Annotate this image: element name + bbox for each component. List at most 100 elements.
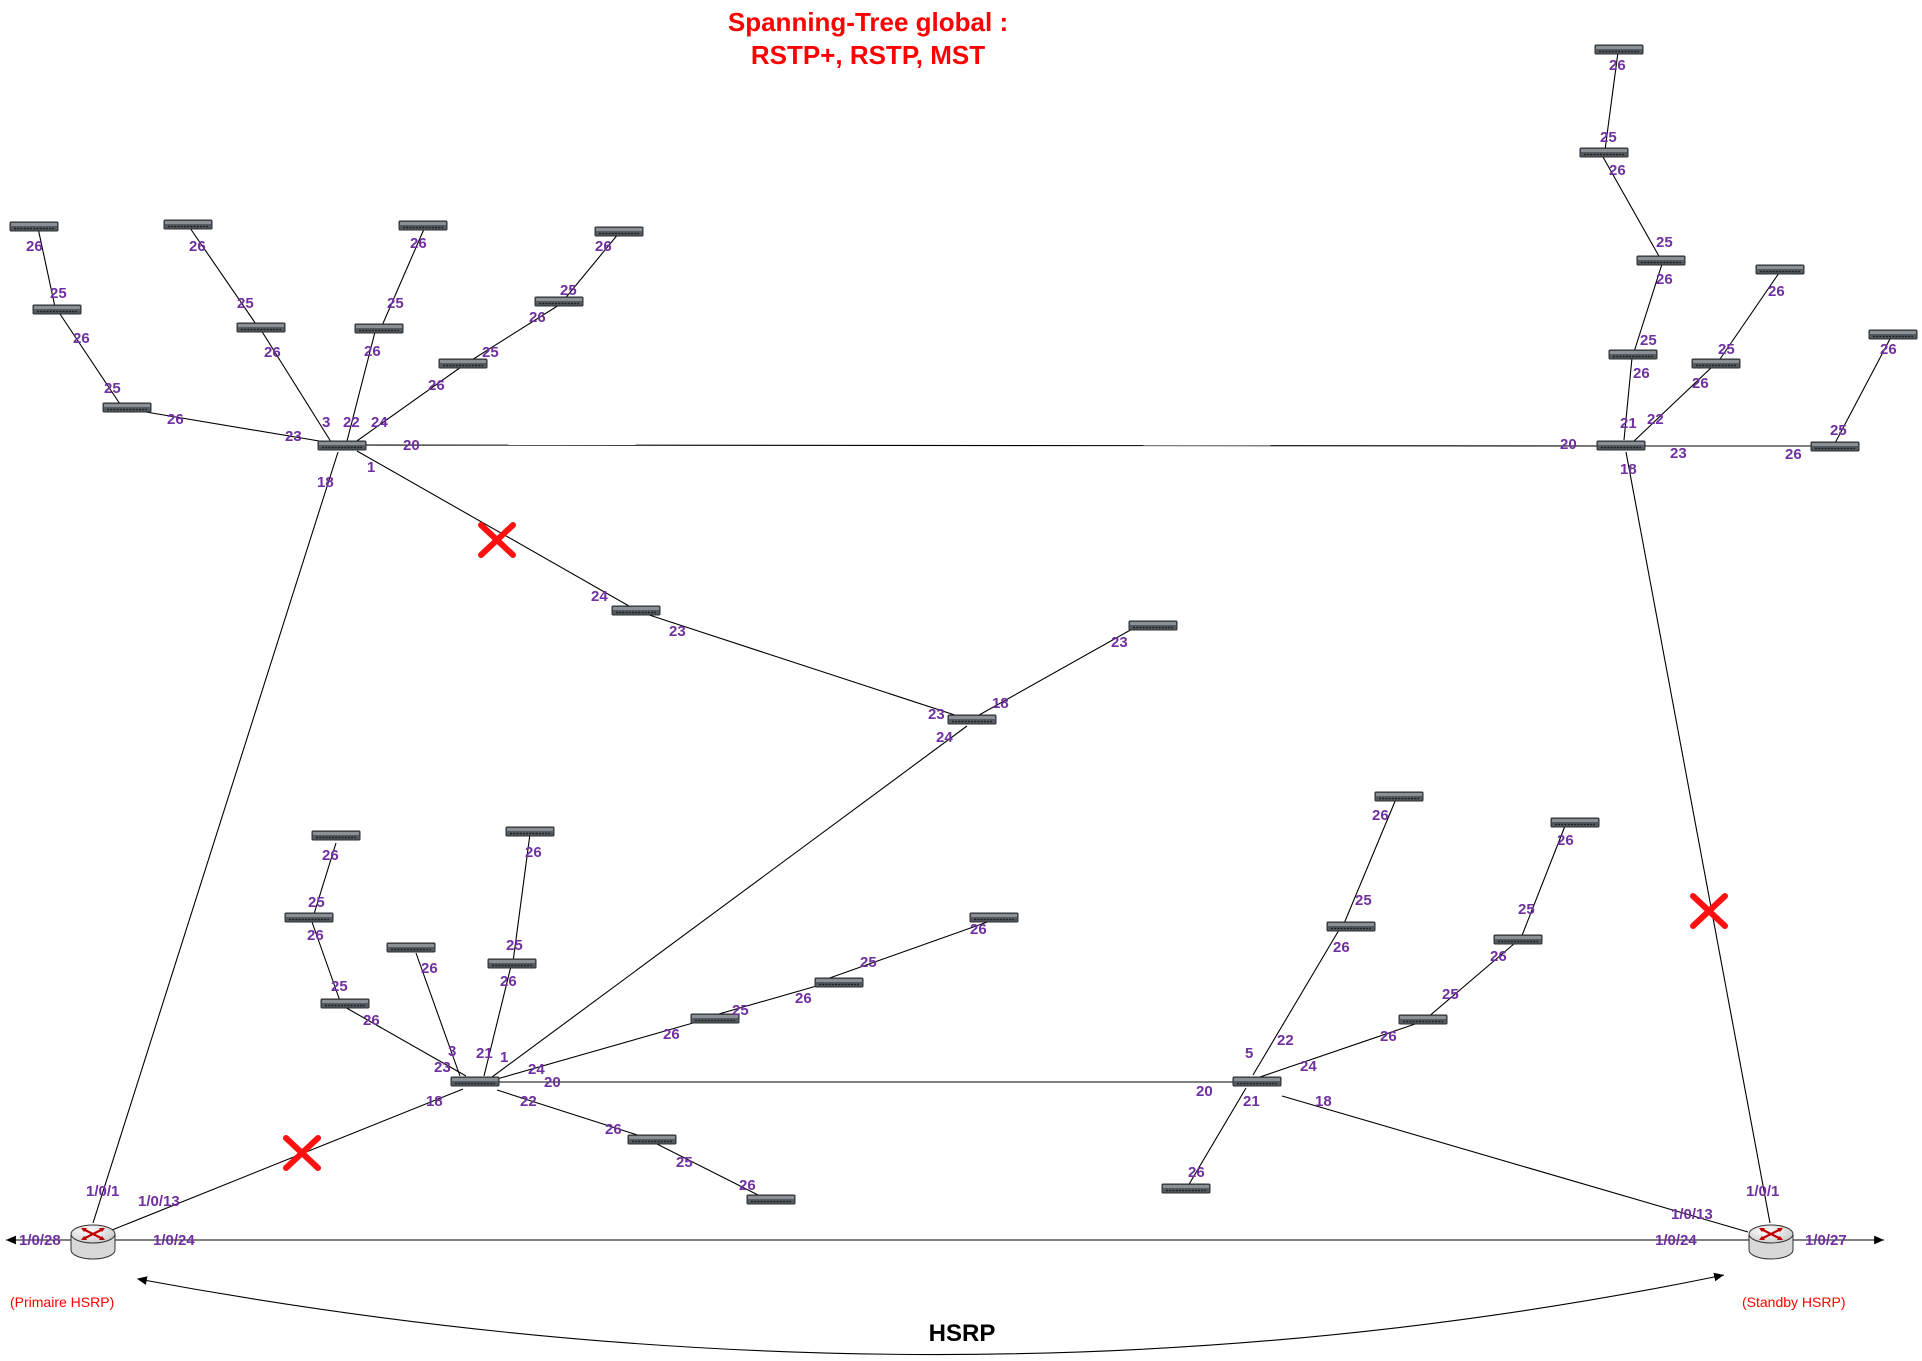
switch-icon bbox=[505, 826, 555, 837]
svg-text:18: 18 bbox=[1315, 1093, 1332, 1110]
switch-icon bbox=[236, 322, 286, 333]
switch-icon bbox=[398, 220, 448, 231]
svg-text:25: 25 bbox=[50, 285, 67, 302]
svg-text:26: 26 bbox=[1380, 1028, 1397, 1045]
svg-text:26: 26 bbox=[167, 411, 184, 428]
svg-text:26: 26 bbox=[264, 344, 281, 361]
blocked-link-icon bbox=[286, 1138, 318, 1168]
svg-text:25: 25 bbox=[506, 937, 523, 954]
svg-text:26: 26 bbox=[363, 1012, 380, 1029]
switch-icon bbox=[1868, 329, 1918, 340]
svg-text:26: 26 bbox=[1557, 832, 1574, 849]
svg-text:22: 22 bbox=[520, 1093, 537, 1110]
switch-icon bbox=[1810, 441, 1860, 452]
svg-text:20: 20 bbox=[1560, 436, 1577, 453]
switch-icon bbox=[450, 1076, 500, 1087]
switch-icon bbox=[317, 440, 367, 451]
svg-text:26: 26 bbox=[421, 960, 438, 977]
svg-text:26: 26 bbox=[1372, 807, 1389, 824]
svg-text:25: 25 bbox=[560, 282, 577, 299]
standby-port-ext: 1/0/27 bbox=[1805, 1232, 1847, 1249]
primary-port-sw: 1/0/13 bbox=[138, 1193, 180, 1210]
svg-text:26: 26 bbox=[1633, 365, 1650, 382]
svg-text:26: 26 bbox=[26, 238, 43, 255]
svg-text:24: 24 bbox=[371, 414, 388, 431]
svg-text:26: 26 bbox=[1785, 446, 1802, 463]
svg-text:23: 23 bbox=[285, 428, 302, 445]
svg-text:26: 26 bbox=[1656, 271, 1673, 288]
svg-text:26: 26 bbox=[1692, 375, 1709, 392]
switch-icon bbox=[627, 1134, 677, 1145]
switch-icon bbox=[438, 358, 488, 369]
standby-router-role: (Standby HSRP) bbox=[1742, 1294, 1845, 1310]
svg-text:20: 20 bbox=[1196, 1083, 1213, 1100]
svg-text:23: 23 bbox=[928, 706, 945, 723]
svg-text:25: 25 bbox=[1442, 986, 1459, 1003]
svg-text:26: 26 bbox=[1490, 948, 1507, 965]
svg-text:23: 23 bbox=[1670, 445, 1687, 462]
standby-router-icon bbox=[1747, 1223, 1795, 1261]
svg-text:26: 26 bbox=[595, 238, 612, 255]
svg-text:26: 26 bbox=[1188, 1164, 1205, 1181]
svg-text:26: 26 bbox=[410, 235, 427, 252]
svg-text:21: 21 bbox=[1620, 415, 1637, 432]
svg-text:18: 18 bbox=[992, 695, 1009, 712]
primary-port-ext: 1/0/28 bbox=[19, 1232, 61, 1249]
standby-port-lan: 1/0/24 bbox=[1655, 1232, 1697, 1249]
svg-text:26: 26 bbox=[1333, 939, 1350, 956]
svg-text:25: 25 bbox=[1718, 341, 1735, 358]
svg-text:26: 26 bbox=[529, 309, 546, 326]
svg-text:5: 5 bbox=[1245, 1045, 1253, 1062]
switch-icon bbox=[1579, 147, 1629, 158]
svg-text:25: 25 bbox=[308, 894, 325, 911]
switch-icon bbox=[1550, 817, 1600, 828]
switch-icon bbox=[163, 219, 213, 230]
switch-icon bbox=[611, 605, 661, 616]
switch-icon bbox=[1596, 440, 1646, 451]
switches bbox=[9, 44, 1918, 1205]
svg-text:23: 23 bbox=[434, 1059, 451, 1076]
svg-text:26: 26 bbox=[322, 847, 339, 864]
switch-icon bbox=[746, 1194, 796, 1205]
svg-text:26: 26 bbox=[1609, 57, 1626, 74]
svg-text:1: 1 bbox=[500, 1049, 508, 1066]
blocked-link-icon bbox=[481, 525, 513, 555]
svg-text:26: 26 bbox=[1609, 162, 1626, 179]
svg-text:25: 25 bbox=[1355, 892, 1372, 909]
svg-text:26: 26 bbox=[1768, 283, 1785, 300]
svg-text:25: 25 bbox=[1518, 901, 1535, 918]
blocked-link-icon bbox=[1693, 896, 1725, 926]
switch-icon bbox=[1594, 44, 1644, 55]
hsrp-label: HSRP bbox=[929, 1320, 996, 1347]
svg-text:24: 24 bbox=[528, 1061, 545, 1078]
svg-text:26: 26 bbox=[73, 330, 90, 347]
switch-icon bbox=[1691, 358, 1741, 369]
svg-text:3: 3 bbox=[448, 1043, 456, 1060]
svg-text:22: 22 bbox=[343, 414, 360, 431]
switch-icon bbox=[284, 912, 334, 923]
diagram-title-line2: RSTP+, RSTP, MST bbox=[751, 40, 985, 70]
switch-icon bbox=[1493, 934, 1543, 945]
svg-text:18: 18 bbox=[426, 1093, 443, 1110]
svg-text:24: 24 bbox=[936, 729, 953, 746]
svg-text:25: 25 bbox=[860, 954, 877, 971]
primary-router-icon bbox=[69, 1223, 117, 1261]
switch-icon bbox=[814, 977, 864, 988]
primary-router-role: (Primaire HSRP) bbox=[10, 1294, 114, 1310]
switch-icon bbox=[102, 402, 152, 413]
svg-text:18: 18 bbox=[317, 474, 334, 491]
svg-text:24: 24 bbox=[591, 588, 608, 605]
switch-icon bbox=[1161, 1183, 1211, 1194]
switch-icon bbox=[487, 958, 537, 969]
switch-icon bbox=[1326, 921, 1376, 932]
svg-text:26: 26 bbox=[795, 990, 812, 1007]
svg-text:1: 1 bbox=[367, 459, 375, 476]
primary-port-lan: 1/0/24 bbox=[153, 1232, 195, 1249]
svg-text:26: 26 bbox=[428, 377, 445, 394]
switch-icon bbox=[594, 226, 644, 237]
switch-icon bbox=[1398, 1014, 1448, 1025]
svg-text:25: 25 bbox=[1600, 129, 1617, 146]
svg-text:26: 26 bbox=[605, 1121, 622, 1138]
svg-text:23: 23 bbox=[1111, 634, 1128, 651]
